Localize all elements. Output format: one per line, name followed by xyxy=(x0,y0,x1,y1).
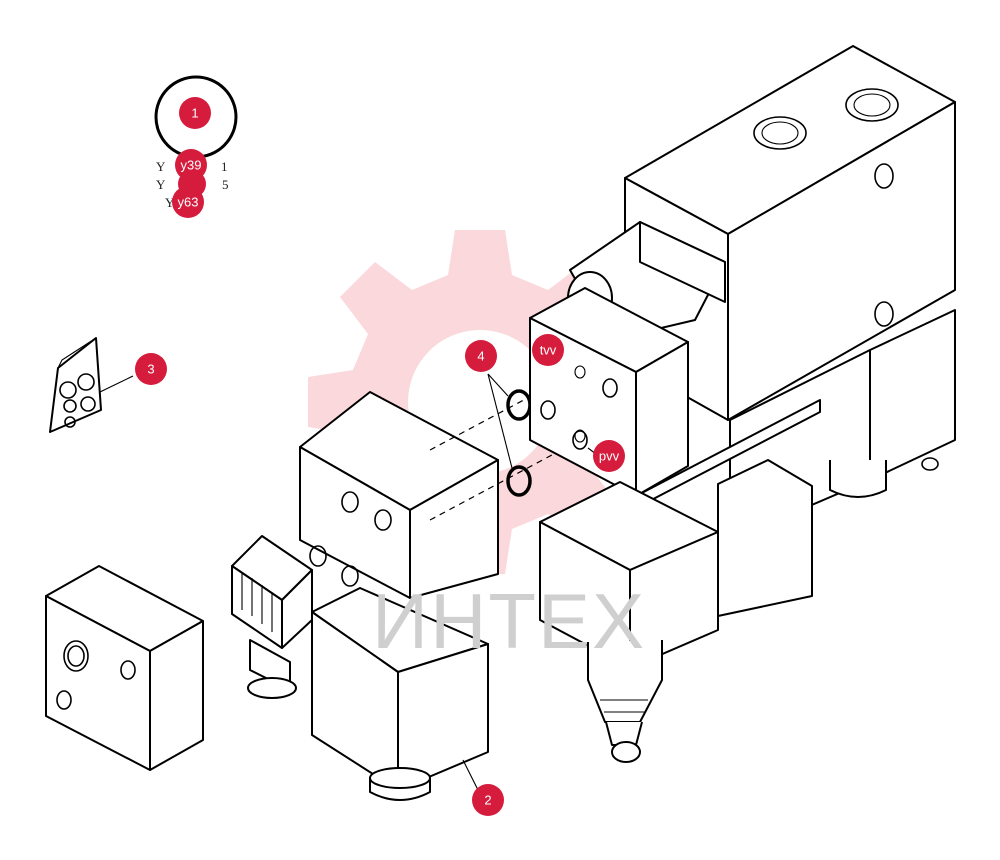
watermark-text: ИНТЕХ xyxy=(372,577,646,665)
seal-kit-bag xyxy=(49,337,134,433)
o-ring-upper xyxy=(506,389,532,421)
svg-text:1: 1 xyxy=(191,106,198,121)
cover-block xyxy=(45,565,204,771)
callout-pvv[interactable]: pvv xyxy=(593,440,625,472)
code-line-1-suffix: 1 xyxy=(221,159,228,174)
svg-text:tvv: tvv xyxy=(540,343,557,358)
svg-text:pvv: pvv xyxy=(599,449,620,464)
callout-4[interactable]: 4 xyxy=(465,340,497,372)
main-manifold-assembly xyxy=(529,45,956,763)
svg-text:y63: y63 xyxy=(178,195,199,210)
solenoid-valve xyxy=(231,391,499,801)
svg-text:4: 4 xyxy=(477,349,484,364)
code-line-1-prefix: Y xyxy=(156,159,166,174)
callout-y63[interactable]: y63 xyxy=(172,170,206,218)
code-line-2-suffix: 5 xyxy=(222,177,229,192)
svg-text:2: 2 xyxy=(484,793,491,808)
svg-text:3: 3 xyxy=(147,362,154,377)
callout-1[interactable]: 1 xyxy=(179,97,211,129)
callout-tvv[interactable]: tvv xyxy=(532,334,564,366)
callout-2[interactable]: 2 xyxy=(472,784,504,816)
part-codes: Y 1 Y 5 Y xyxy=(156,159,229,210)
code-line-2-prefix: Y xyxy=(156,177,166,192)
callout-3[interactable]: 3 xyxy=(135,353,167,385)
code-line-3-prefix: Y xyxy=(165,195,175,210)
svg-text:y39: y39 xyxy=(181,158,202,173)
o-ring-lower xyxy=(506,465,532,497)
